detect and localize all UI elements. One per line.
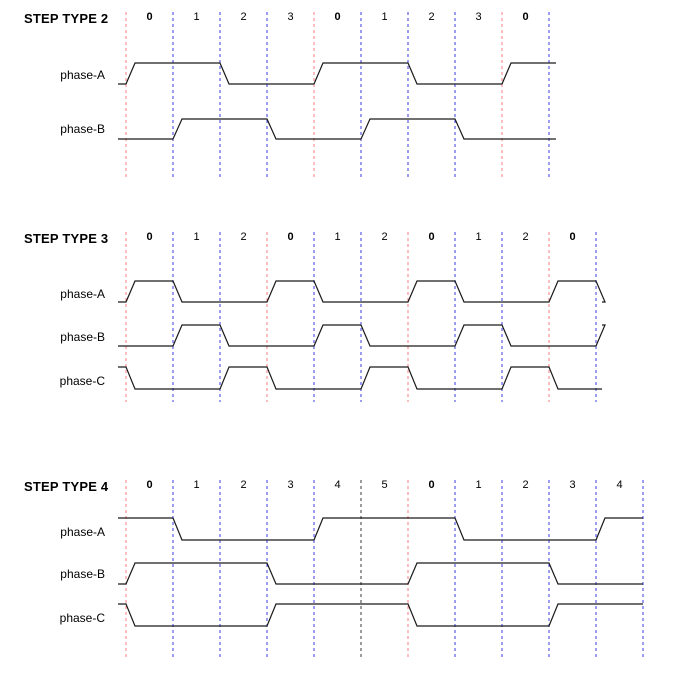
waveform-phase-A: [118, 62, 556, 85]
phase-label: phase-C: [59, 374, 105, 388]
step-type-4-diagram: STEP TYPE 4 0 1 2 3 4 5 0 1 2 3 4 phase-A phase-B phas…: [0, 470, 674, 675]
step-number: 1: [193, 231, 200, 243]
waveform-phase-B: [118, 562, 643, 585]
step-number: 0: [146, 11, 153, 23]
step-number: 1: [475, 479, 482, 491]
step-number: 2: [522, 231, 529, 243]
step-number: 2: [240, 231, 247, 243]
waveform-phase-B: [118, 324, 606, 347]
step-number: 2: [428, 11, 435, 23]
step-number: 1: [381, 11, 388, 23]
waveform-phase-C: [118, 366, 602, 390]
diagram-title: STEP TYPE 4: [24, 479, 109, 494]
phase-label: phase-B: [60, 567, 105, 581]
step-number: 3: [287, 11, 294, 23]
step-number: 2: [240, 479, 247, 491]
step-number: 0: [287, 231, 294, 243]
step-number: 2: [381, 231, 388, 243]
step-number: 0: [428, 231, 435, 243]
step-type-3-diagram: STEP TYPE 3 0 1 2 0 1 2 0 1 2 0 phase-A phase-B phase…: [0, 225, 674, 410]
step-number: 0: [146, 479, 153, 491]
step-number: 3: [287, 479, 294, 491]
step-number: 1: [475, 231, 482, 243]
diagram-title: STEP TYPE 3: [24, 231, 109, 246]
diagram-title: STEP TYPE 2: [24, 11, 109, 26]
waveform-canvas: [118, 480, 644, 658]
phase-label: phase-B: [60, 330, 105, 344]
step-number: 5: [381, 479, 388, 491]
step-number: 3: [475, 11, 482, 23]
step-number: 0: [146, 231, 153, 243]
phase-label: phase-C: [59, 611, 105, 625]
step-type-2-diagram: STEP TYPE 2 0 1 2 3 0 1 2 3 0 phase-A phase-B: [0, 0, 674, 200]
phase-label: phase-A: [60, 68, 105, 82]
step-number: 3: [569, 479, 576, 491]
step-number: 0: [522, 11, 529, 23]
step-number: 4: [334, 479, 341, 491]
waveform-canvas: [118, 12, 556, 178]
waveform-phase-A: [118, 280, 606, 303]
step-number: 1: [334, 231, 341, 243]
step-number: 1: [193, 11, 200, 23]
waveform-phase-C: [118, 603, 643, 627]
step-number: 0: [569, 231, 576, 243]
waveform-canvas: [118, 232, 606, 402]
step-number: 0: [334, 11, 341, 23]
waveform-phase-A: [118, 517, 643, 541]
phase-label: phase-B: [60, 122, 105, 136]
step-number: 1: [193, 479, 200, 491]
step-number: 2: [240, 11, 247, 23]
step-number: 2: [522, 479, 529, 491]
waveform-phase-B: [118, 118, 556, 140]
step-number: 0: [428, 479, 435, 491]
phase-label: phase-A: [60, 287, 105, 301]
phase-label: phase-A: [60, 525, 105, 539]
step-number: 4: [616, 479, 623, 491]
